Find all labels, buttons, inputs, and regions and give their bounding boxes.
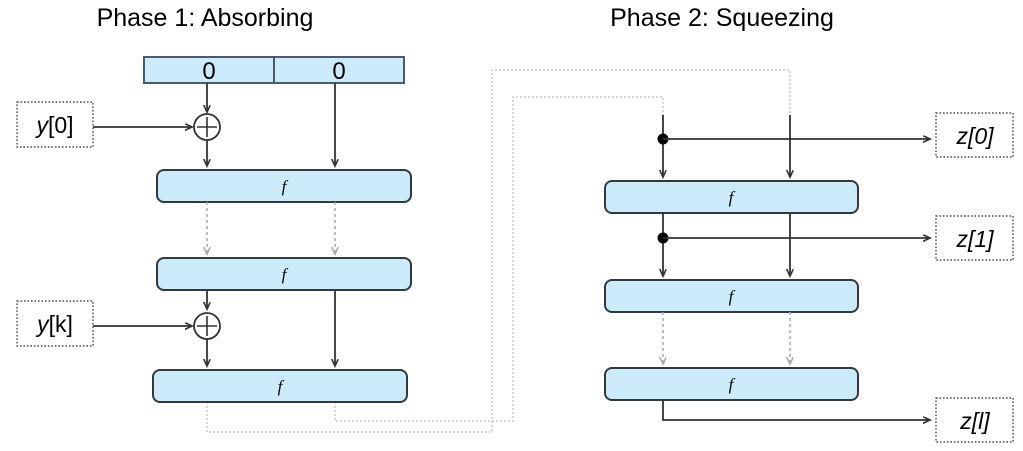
p1-f-block-2: f	[156, 257, 412, 291]
output-z1: z[1]	[935, 215, 1014, 261]
gray-route-inner	[334, 96, 664, 422]
input-yk: y[k]	[16, 300, 94, 347]
input-y0-box	[16, 101, 94, 148]
output-z1-label: z[1]	[955, 226, 994, 252]
input-y0-var: y	[34, 112, 49, 138]
p2-f-block-3-label: f	[729, 375, 736, 394]
state-cell-right	[273, 56, 405, 84]
gray-route-outer	[206, 69, 791, 433]
phase1-title: Phase 1: Absorbing	[97, 4, 314, 32]
p2-f-block-1: f	[604, 180, 859, 214]
p1-f-block-3-label: f	[278, 377, 285, 396]
p1-f-block-1: f	[156, 169, 412, 203]
phase2-title: Phase 2: Squeezing	[610, 4, 834, 32]
input-y0-label: y[0]	[34, 112, 73, 138]
input-yk-var: y	[35, 311, 50, 337]
input-y0: y[0]	[16, 101, 94, 148]
state-cell-right-value: 0	[332, 58, 345, 85]
output-z0-label: z[0]	[955, 123, 994, 149]
p2-f-block-1-label: f	[729, 188, 736, 207]
input-yk-label: y[k]	[35, 311, 73, 337]
input-y0-index: [0]	[48, 112, 74, 138]
output-z0-index: [0]	[967, 123, 994, 149]
p2-f-block-2: f	[604, 279, 859, 313]
xor-gate-1	[193, 113, 221, 141]
p1-f-block-3: f	[152, 369, 408, 403]
output-z0-var: z	[955, 123, 968, 149]
p1-f-block-1-label: f	[282, 177, 289, 196]
output-zl-label: z[l]	[959, 408, 990, 434]
input-yk-index: [k]	[49, 311, 73, 337]
output-z0: z[0]	[935, 112, 1014, 158]
arrow-f3-to-zl	[662, 400, 930, 420]
xor-gate-2	[193, 312, 221, 340]
output-zl-index: [l]	[971, 408, 991, 434]
output-zl-box	[935, 397, 1014, 443]
p2-f-block-3: f	[604, 367, 859, 401]
output-z1-index: [1]	[967, 226, 994, 252]
p2-f-block-2-label: f	[729, 287, 736, 306]
output-z1-var: z	[955, 226, 968, 252]
state-cell-left-value: 0	[202, 58, 215, 85]
initial-state-bar: 0 0	[143, 56, 405, 85]
output-zl-var: z	[959, 408, 972, 434]
output-zl: z[l]	[935, 397, 1014, 443]
p1-f-block-2-label: f	[282, 265, 289, 284]
output-z1-box	[935, 215, 1014, 261]
output-z0-box	[935, 112, 1014, 158]
input-yk-box	[16, 300, 94, 347]
